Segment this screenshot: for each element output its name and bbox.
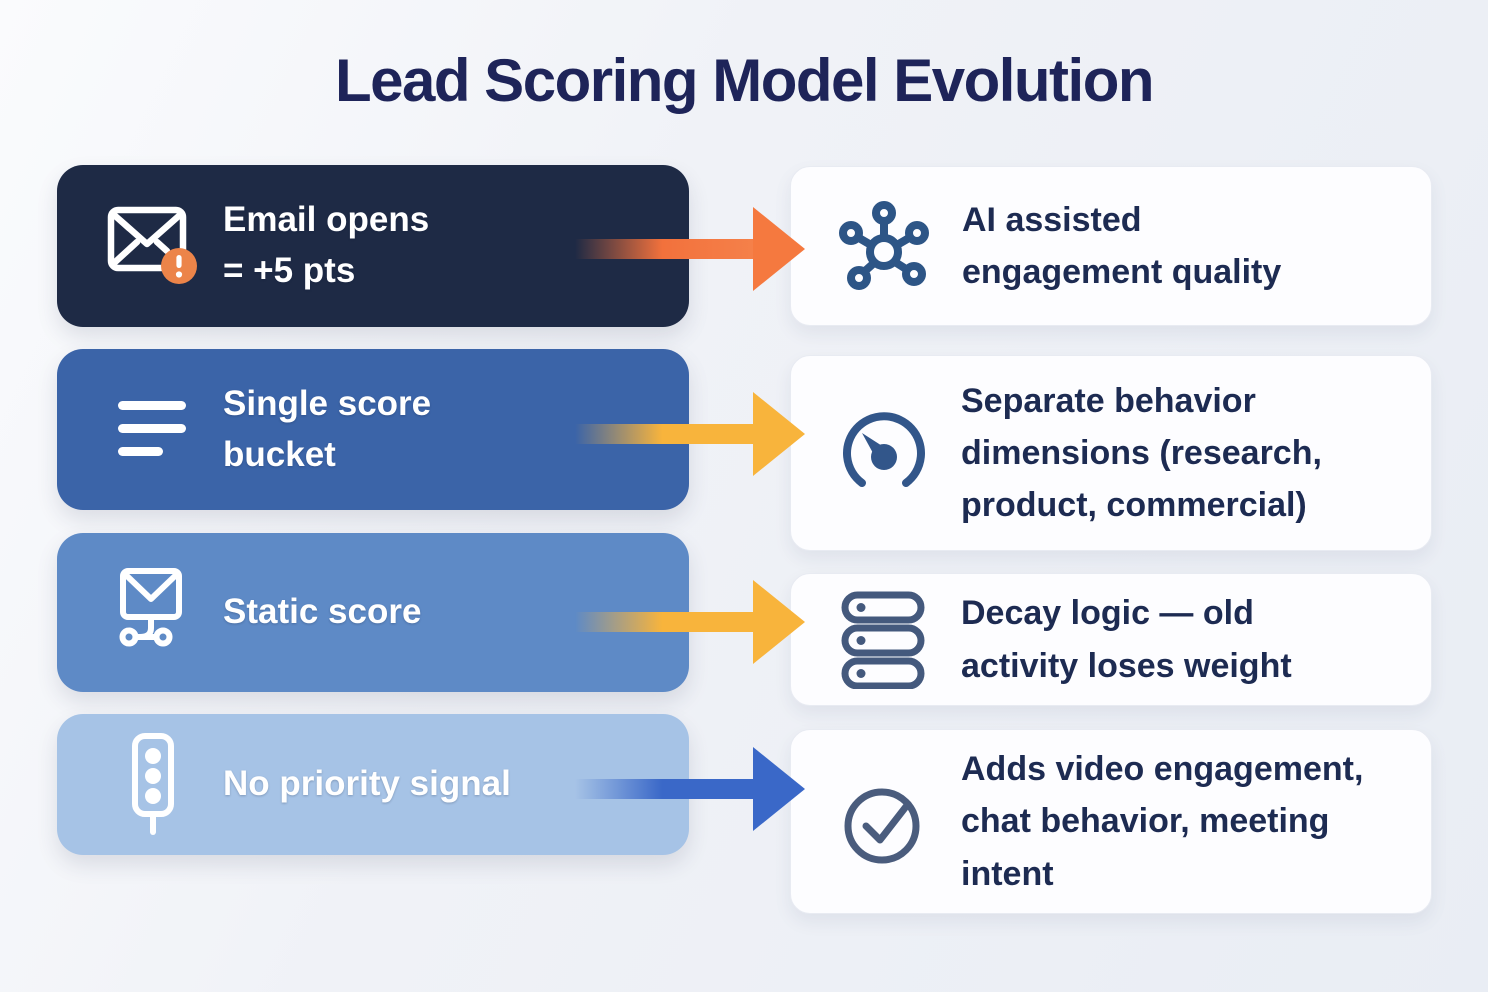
result-text-body: Adds video engagement, chat behavior, me… xyxy=(961,750,1364,893)
right-arrow-icon xyxy=(575,392,805,476)
server-stack-icon xyxy=(836,591,931,689)
result-text: AI assisted engagement quality xyxy=(962,194,1281,298)
check-circle-icon xyxy=(836,776,931,868)
menu-lines-icon xyxy=(100,400,205,459)
result-card-decay-logic: Decay logic — old activity loses weight xyxy=(790,573,1432,706)
arrow-shaft xyxy=(575,239,757,259)
result-text-body: Separate behavior dimensions (research, … xyxy=(961,381,1322,524)
result-text: Separate behavior dimensions (research, … xyxy=(961,375,1322,531)
stage-label: Single score bucket xyxy=(223,383,432,474)
result-text-body: AI assisted engagement quality xyxy=(962,200,1282,291)
result-card-behavior-dimensions: Separate behavior dimensions (research, … xyxy=(790,355,1432,551)
arrow-head xyxy=(753,580,805,664)
arrow-head xyxy=(753,747,805,831)
arrow-head xyxy=(753,392,805,476)
right-arrow-icon xyxy=(575,580,805,664)
traffic-light-icon xyxy=(100,732,205,837)
result-card-expanded-signals: Adds video engagement, chat behavior, me… xyxy=(790,729,1432,914)
result-text: Decay logic — old activity loses weight xyxy=(961,587,1292,691)
arrow-shaft xyxy=(575,779,757,799)
stage-label: No priority signal xyxy=(223,764,511,804)
email-flow-icon xyxy=(100,567,205,659)
page-title: Lead Scoring Model Evolution xyxy=(334,47,1155,114)
gauge-icon xyxy=(836,407,931,499)
right-arrow-icon xyxy=(575,747,805,831)
result-text-bold: Decay logic xyxy=(961,594,1150,633)
email-alert-icon xyxy=(100,200,205,292)
stage-label: Email opens = +5 pts xyxy=(223,200,430,290)
stage-label: Static score xyxy=(223,592,422,632)
network-hub-icon xyxy=(836,198,932,294)
arrow-shaft xyxy=(575,612,757,632)
result-text-body: — old activity loses weight xyxy=(961,594,1292,685)
arrow-shaft xyxy=(575,424,757,444)
result-text: Adds video engagement, chat behavior, me… xyxy=(961,743,1363,899)
result-card-ai-engagement: AI assisted engagement quality xyxy=(790,166,1432,326)
right-arrow-icon xyxy=(575,207,805,291)
arrow-head xyxy=(753,207,805,291)
